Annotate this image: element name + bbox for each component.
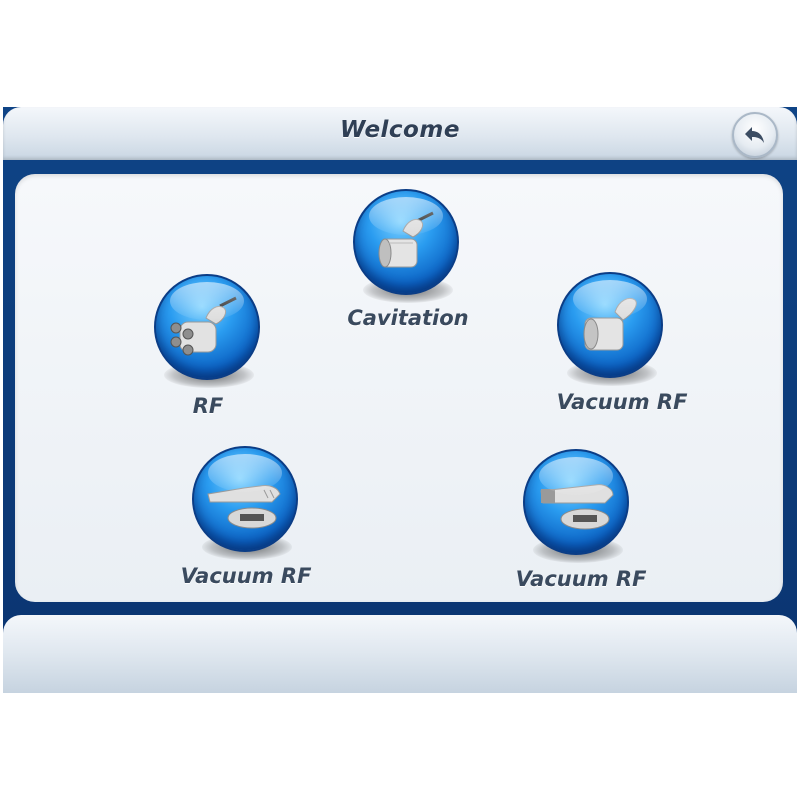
bottom-bar [3,615,797,693]
mode-label: Vacuum RF [556,390,688,414]
mode-label: Cavitation [347,306,469,330]
vacuum-rf-roller-handpiece-icon [540,484,614,530]
vacuum-rf-roller-handpiece-icon [207,485,281,529]
back-arrow-icon [745,127,764,143]
mode-rf[interactable]: RF [108,274,308,424]
rf-handpiece-icon [170,296,237,356]
mode-vacuum-rf-3[interactable]: Vacuum RF [481,449,681,599]
mode-label: Vacuum RF [180,564,312,588]
mode-label: Vacuum RF [515,567,647,591]
vacuum-rf-handpiece-icon [583,298,637,351]
back-button[interactable] [732,112,778,158]
device-screen: Welcome Cavitat [3,107,797,693]
mode-vacuum-rf-2[interactable]: Vacuum RF [146,446,346,596]
mode-selection-panel: Cavitation RF [15,174,783,602]
mode-cavitation[interactable]: Cavitation [308,189,508,339]
mode-vacuum-rf-1[interactable]: Vacuum RF [510,272,710,422]
title-bar: Welcome [3,107,797,160]
mode-label: RF [192,394,224,418]
cavitation-handpiece-icon [378,211,434,268]
page-title: Welcome [340,117,460,143]
